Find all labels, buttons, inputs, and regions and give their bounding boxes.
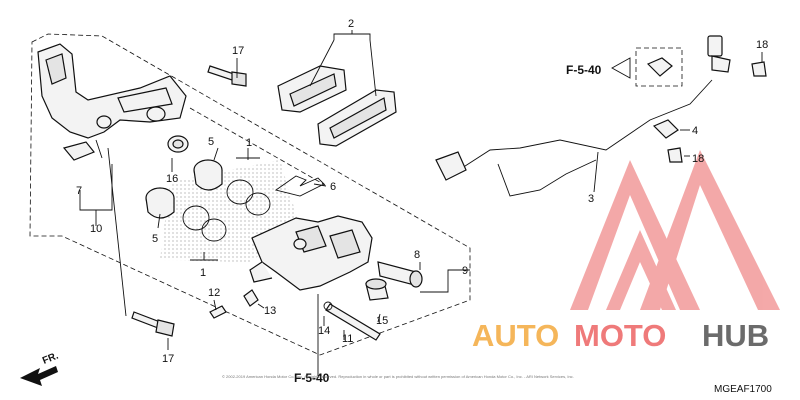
callout-9: 9 xyxy=(462,265,468,277)
callout-1-upper: 1 xyxy=(246,137,252,149)
clamp-bolt xyxy=(667,147,683,163)
callout-2: 2 xyxy=(348,18,354,30)
callout-12: 12 xyxy=(208,287,220,299)
diagram-code: MGEAF1700 xyxy=(714,384,772,395)
reference-label-top: F-5-40 xyxy=(566,63,602,77)
pad-spring xyxy=(274,175,325,197)
copyright-notice: © 2002-2019 American Honda Motor Co., In… xyxy=(222,374,574,379)
callout-1-lower: 1 xyxy=(200,267,206,279)
leader-lines xyxy=(79,30,763,370)
speed-sensor-harness xyxy=(435,35,731,197)
piston-seal-rings xyxy=(182,179,271,242)
reference-clip-icon xyxy=(646,57,673,77)
callout-8: 8 xyxy=(414,249,420,261)
caliper-piston-lower xyxy=(145,187,175,219)
front-direction-indicator: FR. xyxy=(20,350,60,386)
pad-retainer-clip xyxy=(62,141,95,161)
callout-18-bottom: 18 xyxy=(692,153,704,165)
caliper-piston-upper xyxy=(193,159,223,191)
callout-18-top: 18 xyxy=(756,39,768,51)
watermark-logo-icon xyxy=(570,150,780,310)
sensor-clamp xyxy=(652,119,679,139)
sensor-bolt-top xyxy=(751,61,767,77)
caliper-body xyxy=(249,215,373,291)
callout-17-top: 17 xyxy=(232,45,244,57)
callout-7: 7 xyxy=(76,185,82,197)
callout-6: 6 xyxy=(330,181,336,193)
reference-box xyxy=(635,47,683,87)
bracket-bolt-top xyxy=(207,65,247,87)
bracket-bolt-bottom xyxy=(131,311,175,337)
watermark-wordmark: AUTO MOTO HUB xyxy=(472,318,769,353)
callout-11: 11 xyxy=(342,333,353,345)
brake-pad-set xyxy=(277,65,397,147)
callout-5-lower: 5 xyxy=(152,233,158,245)
reference-label-bottom: F-5-40 xyxy=(294,371,330,385)
watermark-part-3: HUB xyxy=(702,318,769,353)
callout-16: 16 xyxy=(166,173,178,185)
front-arrow-icon xyxy=(20,366,58,386)
caliper-bracket xyxy=(37,43,187,139)
bleeder-screw xyxy=(209,305,227,319)
pad-pin-bolt xyxy=(325,303,381,341)
arrow-left-icon xyxy=(611,57,631,79)
pin-boot xyxy=(167,135,189,153)
caliper-inner-boundary xyxy=(189,107,326,186)
callout-3: 3 xyxy=(588,193,594,205)
callout-13: 13 xyxy=(264,305,276,317)
callout-5-upper: 5 xyxy=(208,136,214,148)
callout-14: 14 xyxy=(318,325,330,337)
bleeder-cap xyxy=(243,289,259,307)
watermark-part-1: AUTO xyxy=(472,318,559,353)
callout-15: 15 xyxy=(376,315,388,327)
caliper-assembly-boundary xyxy=(29,33,471,356)
slide-pin-lower xyxy=(365,278,389,301)
sealing-washer xyxy=(323,301,333,311)
callout-10: 10 xyxy=(90,223,102,235)
callout-17-bottom: 17 xyxy=(162,353,174,365)
front-direction-label: FR. xyxy=(41,350,60,366)
watermark-part-2: MOTO xyxy=(574,318,666,353)
callout-4: 4 xyxy=(692,125,698,137)
